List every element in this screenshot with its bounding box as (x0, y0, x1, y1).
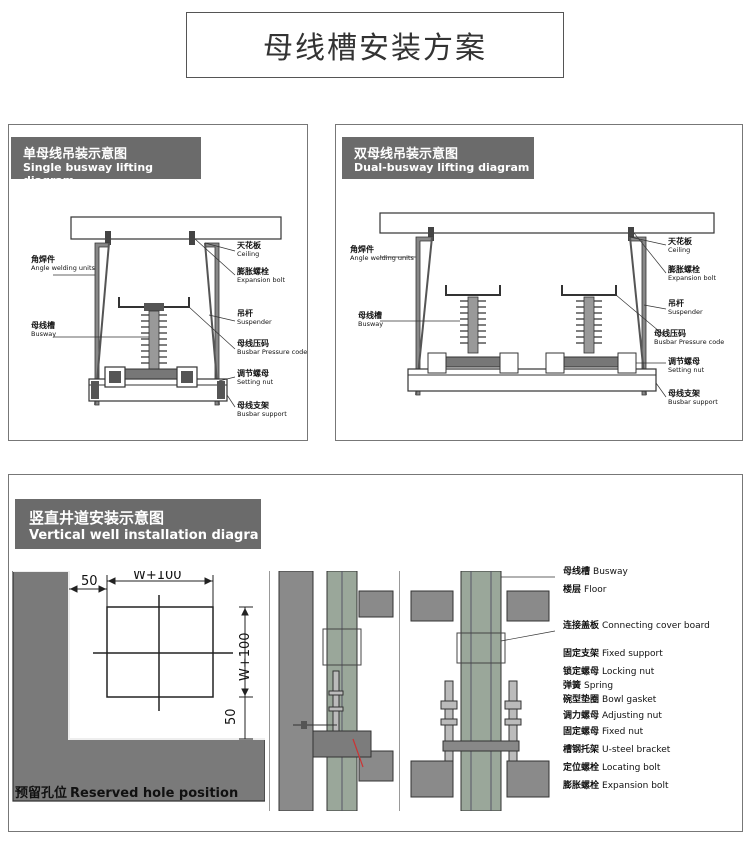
dim-width-label: W+100 (133, 571, 182, 583)
single-busway-header: 单母线吊装示意图 Single busway lifting diagram (11, 137, 201, 187)
vertical-well-title-cn: 竖直井道安装示意图 (29, 509, 165, 527)
vertical-divider-2 (399, 571, 400, 811)
reserved-hole-drawing: 50 W+100 W+100 50 (12, 571, 265, 802)
front-view-drawing (410, 571, 555, 811)
vertical-well-panel: 竖直井道安装示意图 Vertical well installation dia… (8, 474, 743, 832)
single-busway-drawing (53, 216, 282, 408)
single-busway-title-en: Single busway lifting diagram (23, 161, 154, 187)
page-title: 母线槽安装方案 (186, 12, 564, 78)
single-busway-panel: 单母线吊装示意图 Single busway lifting diagram (8, 124, 308, 441)
vertical-divider-1 (269, 571, 270, 811)
dim-gap-label: 50 (81, 574, 98, 589)
vertical-well-title-en: Vertical well installation diagra (29, 528, 259, 543)
dual-busway-panel: 双母线吊装示意图 Dual-busway lifting diagram (335, 124, 743, 441)
dual-busway-title-cn: 双母线吊装示意图 (354, 147, 459, 162)
dim-height-label: W+100 (238, 632, 253, 681)
side-view-drawing (278, 571, 394, 811)
dual-busway-header: 双母线吊装示意图 Dual-busway lifting diagram (342, 137, 534, 179)
dim-bottom-label: 50 (224, 708, 239, 725)
single-busway-title-cn: 单母线吊装示意图 (23, 147, 128, 162)
dual-busway-drawing (379, 212, 715, 398)
dual-busway-title-en: Dual-busway lifting diagram (354, 161, 530, 174)
vertical-well-header: 竖直井道安装示意图 Vertical well installation dia… (15, 499, 261, 549)
